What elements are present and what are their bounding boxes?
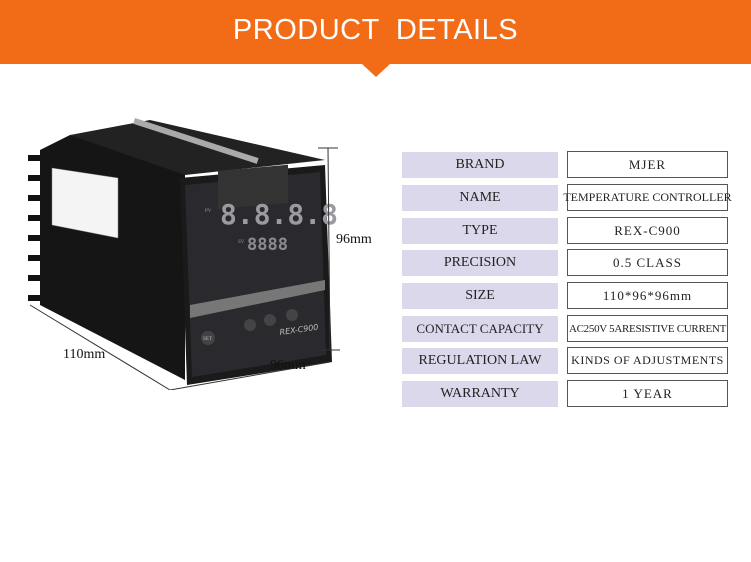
pv-label: PV (205, 209, 212, 214)
spec-value: REX-C900 (567, 217, 728, 244)
spec-label: TYPE (402, 218, 558, 244)
spec-label: PRECISION (402, 250, 558, 276)
spec-value: AC250V 5ARESISTIVE CURRENT (567, 315, 728, 342)
spec-value: 110*96*96mm (567, 282, 728, 309)
height-dimension: 96mm (336, 232, 372, 247)
spec-value: TEMPERATURE CONTROLLER (563, 184, 732, 211)
spec-label: WARRANTY (402, 381, 558, 407)
header-banner: PRODUCT DETAILS (0, 0, 751, 64)
spec-label: NAME (402, 185, 558, 211)
svg-text:8888: 8888 (247, 235, 288, 255)
spec-value: 1 YEAR (567, 380, 728, 407)
spec-value: KINDS OF ADJUSTMENTS (567, 347, 728, 374)
sv-label: SV (238, 240, 245, 245)
width-dimension: 96mm (270, 358, 306, 373)
svg-text:8.8.8.8: 8.8.8.8 (220, 198, 338, 231)
spec-label: BRAND (402, 152, 558, 178)
spec-label: CONTACT CAPACITY (402, 316, 558, 342)
set-label: SET (203, 337, 212, 342)
spec-value: MJER (567, 151, 728, 178)
depth-dimension: 110mm (63, 347, 106, 362)
banner-pointer (362, 64, 390, 77)
spec-label: REGULATION LAW (402, 348, 558, 374)
page-title: PRODUCT DETAILS (232, 14, 519, 46)
spec-value: 0.5 CLASS (567, 249, 728, 276)
spec-label: SIZE (402, 283, 558, 309)
product-image: 8.8.8.8 8888 PV SV SET REX-C900 (28, 117, 340, 390)
